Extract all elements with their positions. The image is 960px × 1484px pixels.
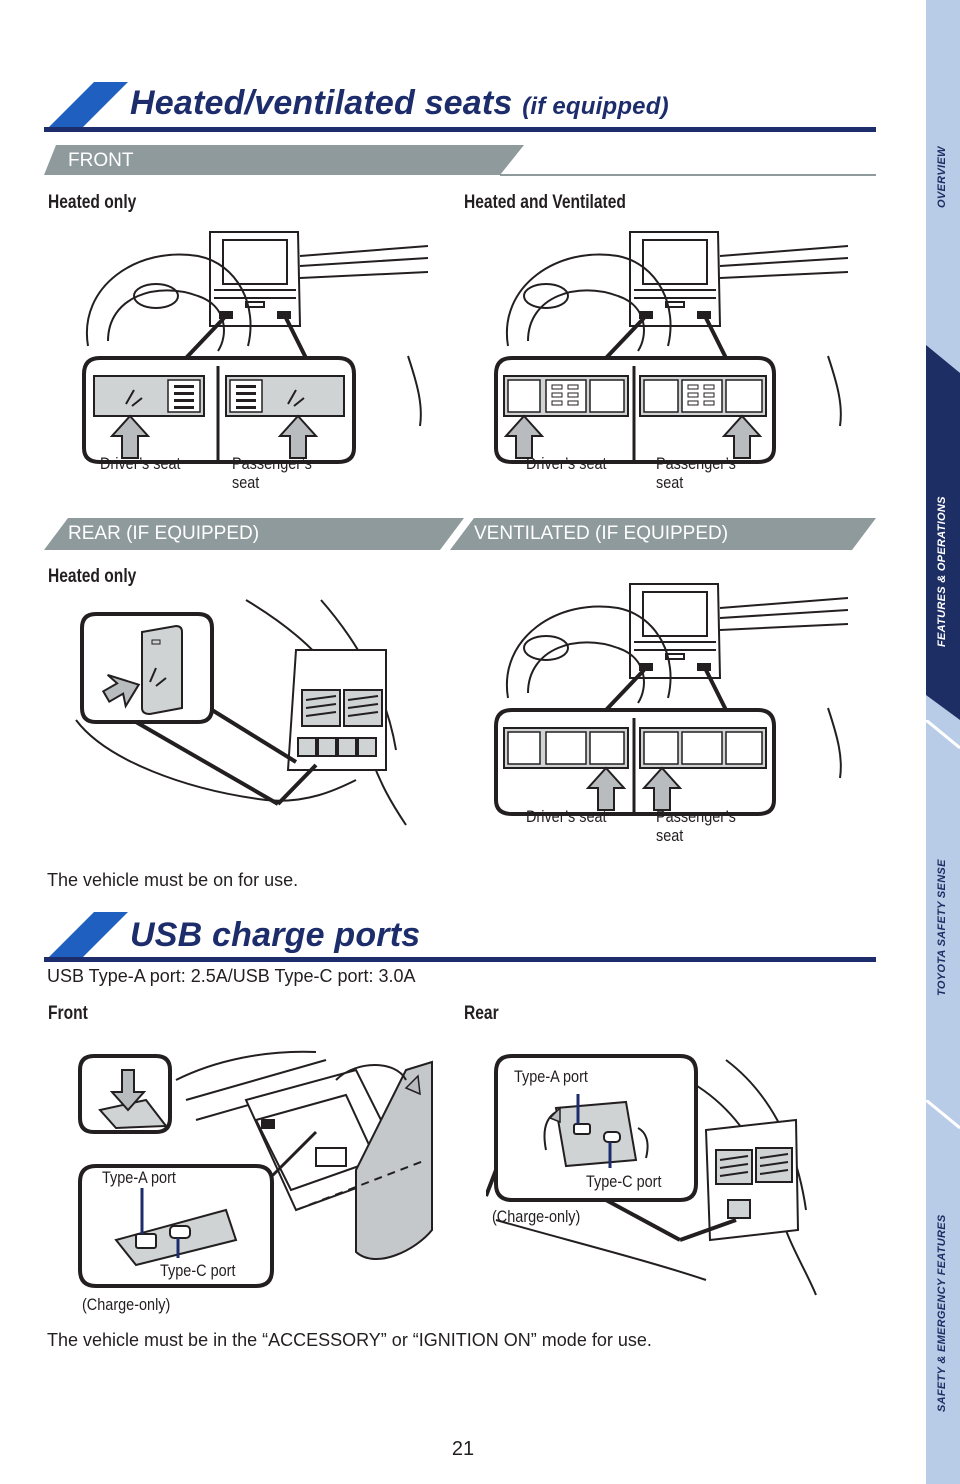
label-type-a-port-front: Type-A port: [102, 1168, 176, 1187]
caption-heated-only-rear: Heated only: [48, 566, 137, 587]
side-tab-label: OVERVIEW: [936, 146, 948, 208]
side-navigation: OVERVIEW FEATURES & OPERATIONS TOYOTA SA…: [926, 0, 960, 1484]
section-header-seats: Heated/ventilated seats (if equipped): [44, 82, 876, 132]
usb-spec-text: USB Type-A port: 2.5A/USB Type-C port: 3…: [47, 966, 416, 986]
subheading-front: FRONT: [44, 145, 876, 177]
header-swoosh-graphic: [44, 82, 876, 132]
section-title: USB charge ports: [130, 916, 421, 954]
illustration-usb-rear: [486, 1054, 817, 1296]
section-header-usb: USB charge ports: [44, 912, 876, 962]
side-tab-label: SAFETY & EMERGENCY FEATURES: [936, 1214, 948, 1412]
illustration-rear-heated-seat: [75, 599, 407, 826]
section-title: Heated/ventilated seats (if equipped): [130, 84, 669, 123]
subheading-text: FRONT: [68, 150, 134, 171]
label-charge-only-rear: (Charge-only): [492, 1207, 581, 1226]
side-tab-toyota-safety-sense[interactable]: TOYOTA SAFETY SENSE: [926, 720, 960, 1100]
header-swoosh-graphic: [44, 912, 876, 962]
side-tab-safety-emergency[interactable]: SAFETY & EMERGENCY FEATURES: [926, 1100, 960, 1484]
label-drivers-seat: Driver’s seat: [526, 807, 607, 826]
label-drivers-seat: Driver’s seat: [526, 454, 607, 473]
illustration-heated-and-ventilated-front: [494, 231, 848, 464]
seat-usage-note: The vehicle must be on for use.: [47, 870, 299, 890]
label-passengers-seat-line2: seat: [656, 473, 684, 492]
label-type-c-port-rear: Type-C port: [586, 1172, 662, 1191]
side-tab-label: TOYOTA SAFETY SENSE: [936, 859, 948, 996]
illustration-usb-front: [78, 1050, 433, 1288]
illustration-heated-only-front: [82, 231, 428, 464]
label-passengers-seat-line2: seat: [232, 473, 260, 492]
section-title-suffix: (if equipped): [522, 93, 669, 120]
page-number: 21: [451, 1438, 475, 1460]
caption-usb-front: Front: [48, 1003, 88, 1024]
usb-usage-note: The vehicle must be in the “ACCESSORY” o…: [47, 1330, 652, 1350]
caption-heated-and-ventilated: Heated and Ventilated: [464, 192, 626, 213]
side-tab-label: FEATURES & OPERATIONS: [936, 496, 948, 647]
caption-usb-rear: Rear: [464, 1003, 499, 1024]
label-passengers-seat-line1: Passenger’s: [656, 807, 736, 826]
subheading-text: VENTILATED (IF EQUIPPED): [474, 523, 729, 544]
caption-heated-only: Heated only: [48, 192, 137, 213]
label-drivers-seat: Driver’s seat: [100, 454, 181, 473]
side-tab-features-operations[interactable]: FEATURES & OPERATIONS: [926, 345, 960, 720]
label-passengers-seat-line2: seat: [656, 826, 684, 845]
label-charge-only-front: (Charge-only): [82, 1295, 171, 1314]
label-type-c-port-front: Type-C port: [160, 1261, 236, 1280]
label-passengers-seat-line1: Passenger’s: [656, 454, 736, 473]
label-type-a-port-rear: Type-A port: [514, 1067, 588, 1086]
side-tab-overview[interactable]: OVERVIEW: [926, 0, 960, 345]
section-title-text: Heated/ventilated seats: [130, 84, 513, 122]
subheading-ventilated: VENTILATED (IF EQUIPPED): [450, 518, 876, 550]
subheading-text: REAR (IF EQUIPPED): [68, 523, 260, 544]
subheading-rear: REAR (IF EQUIPPED): [44, 518, 464, 550]
illustration-ventilated-seats: [494, 583, 848, 816]
label-passengers-seat-line1: Passenger’s: [232, 454, 312, 473]
